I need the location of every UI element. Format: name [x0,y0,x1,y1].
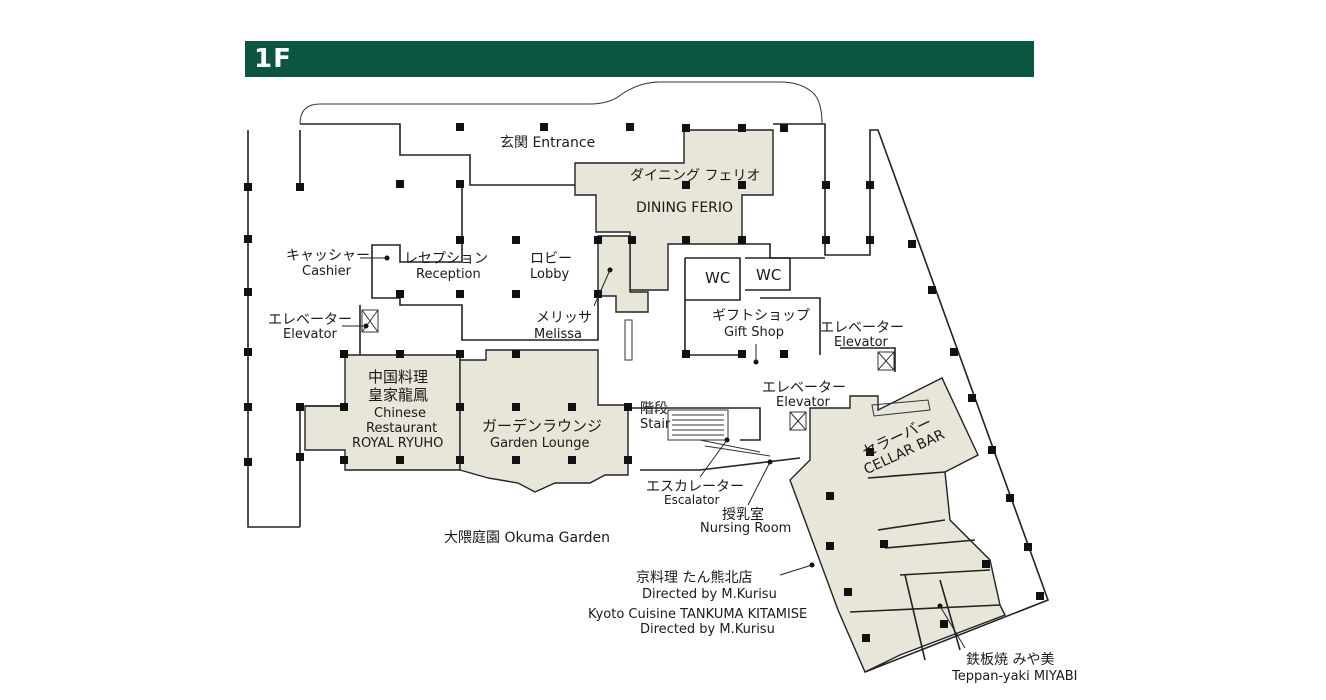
lobby-en-label: Lobby [530,267,569,282]
elevator-right-en-label: Elevator [834,335,889,350]
garden-lounge-area [459,349,629,493]
dining-ferio-area [574,129,774,291]
cashier-en-label: Cashier [302,264,352,279]
elevator-mid-en-label: Elevator [776,395,831,410]
royal-ryuho-jp-label-1: 中国料理 [368,368,428,386]
melissa-area [597,235,649,313]
wc-label-1: WC [705,269,730,287]
kyoto-cuisine-en-label: Kyoto Cuisine TANKUMA KITAMISE [588,607,807,622]
royal-ryuho-en-label-3: ROYAL RYUHO [352,436,443,451]
garden-lounge-en-label: Garden Lounge [490,436,589,451]
nursing-room-jp-label: 授乳室 [722,506,764,523]
floor-label: 1F [254,44,292,74]
melissa-en-label: Melissa [534,327,582,342]
escalator-jp-label: エスカレーター [646,479,744,495]
royal-ryuho-jp-label-2: 皇家龍鳳 [368,386,428,404]
teppan-yaki-jp-label: 鉄板焼 みや美 [966,652,1054,668]
pillars [244,123,1044,642]
dining-ferio-en-label: DINING FERIO [636,200,733,216]
gift-shop-jp-label: ギフトショップ [712,308,810,324]
wc-label-2: WC [756,266,781,284]
reception-en-label: Reception [416,267,481,282]
kyoto-cuisine-director-1: Directed by M.Kurisu [642,587,777,602]
gift-shop-en-label: Gift Shop [724,325,784,340]
melissa-jp-label: メリッサ [536,310,592,326]
elevator-right-jp-label: エレベーター [820,320,904,336]
stair-en-label: Stair [640,417,671,432]
garden-lounge-jp-label: ガーデンラウンジ [482,417,602,435]
royal-ryuho-en-label-2: Restaurant [366,421,437,436]
elevator-left-jp-label: エレベーター [268,312,352,328]
elevator-left-en-label: Elevator [283,327,338,342]
kyoto-cuisine-director-2: Directed by M.Kurisu [640,622,775,637]
map-labels: 玄関 Entrance ダイニング フェリオ DINING FERIO キャッシ… [268,134,1077,684]
nursing-room-en-label: Nursing Room [700,521,791,536]
lobby-jp-label: ロビー [530,251,572,267]
building-walls [247,81,1050,673]
entrance-label: 玄関 Entrance [500,134,595,151]
elevator-mid-jp-label: エレベーター [762,380,846,396]
cashier-jp-label: キャッシャー [286,248,370,264]
cellar-bar-complex [789,377,1006,673]
escalator-en-label: Escalator [664,493,720,507]
dining-ferio-jp-label: ダイニング フェリオ [630,168,760,184]
reception-jp-label: レセプション [404,251,488,267]
royal-ryuho-en-label-1: Chinese [374,406,426,421]
okuma-garden-label: 大隈庭園 Okuma Garden [444,529,610,546]
floor-header-bar: 1F [245,41,1034,77]
kyoto-cuisine-jp-label: 京料理 たん熊北店 [636,570,752,586]
stair-jp-label: 階段 [640,401,668,417]
leader-lines [342,255,966,649]
teppan-yaki-en-label: Teppan-yaki MIYABI [951,669,1077,684]
